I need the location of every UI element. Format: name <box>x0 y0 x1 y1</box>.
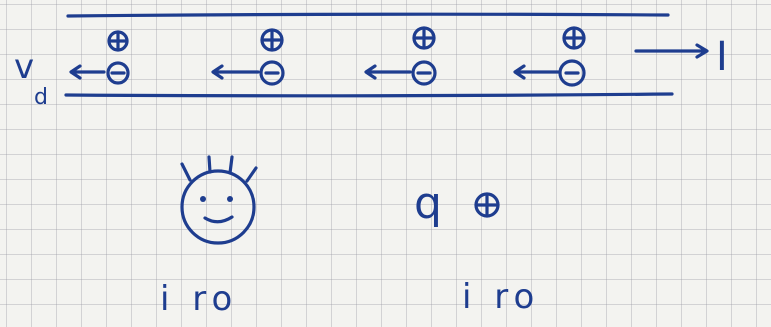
positive-ion-row <box>107 26 586 52</box>
drift-velocity-symbol: v <box>14 47 34 87</box>
electron <box>411 60 437 86</box>
caption-right: i ro <box>462 277 540 317</box>
drift-velocity-subscript: d <box>34 85 48 110</box>
face-eye-left <box>200 196 206 202</box>
face-mouth <box>203 215 234 224</box>
wire-bottom-edge <box>64 92 674 98</box>
positive-ion <box>562 26 586 50</box>
charge-symbol-group: q <box>414 178 500 229</box>
current-indicator: I <box>634 34 728 80</box>
conductor-wire <box>64 12 674 98</box>
current-label: I <box>716 34 728 80</box>
electron <box>259 60 285 86</box>
face-eye-right <box>227 196 233 202</box>
drift-arrow <box>211 64 260 80</box>
face-outline <box>180 169 256 245</box>
face-hair <box>180 155 258 183</box>
current-arrow <box>634 43 709 59</box>
charge-symbol: q <box>414 178 442 229</box>
positive-ion <box>107 30 129 52</box>
drift-velocity-label: v d <box>14 47 48 110</box>
smiley-face-drawing <box>180 155 258 245</box>
electron <box>106 61 130 85</box>
drift-arrow <box>513 64 560 80</box>
drift-arrow <box>69 64 106 80</box>
wire-top-edge <box>66 12 670 18</box>
positive-ion <box>412 26 436 50</box>
electron-row <box>69 59 586 87</box>
drift-arrow <box>364 64 412 80</box>
positive-sign <box>474 192 500 218</box>
positive-ion <box>260 28 284 52</box>
electron <box>558 59 586 87</box>
caption-left: i ro <box>160 279 238 319</box>
